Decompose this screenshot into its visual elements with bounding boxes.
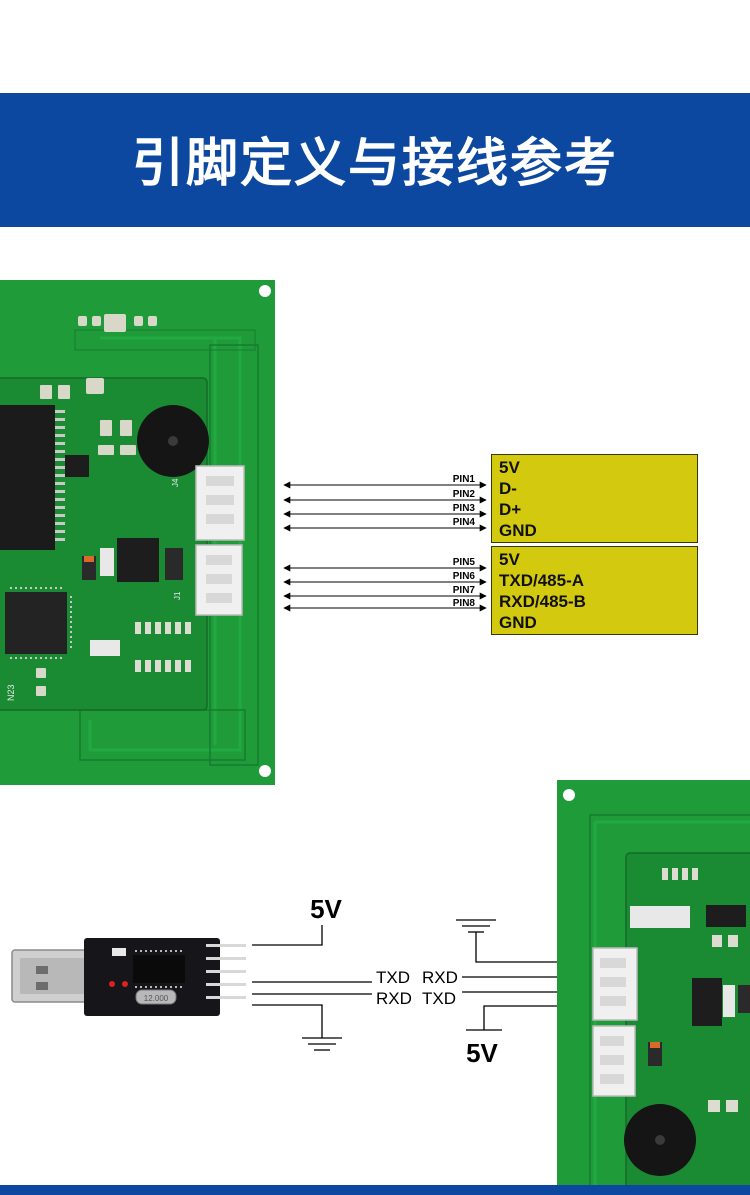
reader-board-bottom (557, 780, 750, 1195)
usb-5v-label: 5V (310, 894, 342, 924)
board-label-j4: J4 (171, 478, 180, 487)
title-banner: 引脚定义与接线参考 (0, 93, 750, 227)
pin-definition-box-2: 5V TXD/485-A RXD/485-B GND (491, 546, 698, 635)
pin-label: PIN8 (453, 598, 476, 609)
usb-ttl-adapter: 12.000 (11, 938, 246, 1016)
signal-5v: 5V (499, 458, 520, 477)
board-label-j1: J1 (173, 591, 182, 600)
signal-d-minus: D- (499, 479, 517, 498)
signal-gnd: GND (499, 521, 537, 540)
reader-txd-label: TXD (422, 989, 456, 1008)
board-label-n23: N23 (6, 684, 16, 701)
pin-labels-connector2: PIN5 PIN6 PIN7 PIN8 (453, 557, 476, 609)
pin-label: PIN2 (453, 489, 476, 500)
pin-label: PIN5 (453, 557, 476, 568)
pin-lines-connector1 (283, 481, 487, 532)
pin-label: PIN4 (453, 517, 476, 528)
usb-txd-label: TXD (376, 968, 410, 987)
crystal-label: 12.000 (144, 994, 169, 1003)
signal-5v: 5V (499, 550, 520, 569)
usb-wiring (252, 925, 372, 1051)
mount-hole (259, 285, 271, 297)
signal-rxd-485b: RXD/485-B (499, 592, 586, 611)
page-title: 引脚定义与接线参考 (131, 134, 618, 194)
reader-5v-label: 5V (466, 1038, 498, 1068)
signal-txd-485a: TXD/485-A (499, 571, 585, 590)
reader-rxd-label: RXD (422, 968, 458, 987)
signal-d-plus: D+ (499, 500, 522, 519)
usb-rxd-label: RXD (376, 989, 412, 1008)
pin-label: PIN3 (453, 503, 476, 514)
bottom-bar (0, 1185, 750, 1195)
pin-label: PIN1 (453, 474, 476, 485)
mount-hole (563, 789, 575, 801)
signal-gnd: GND (499, 613, 537, 632)
reader-board-top: N23 J4 J1 (0, 280, 275, 785)
pin-lines-connector2 (283, 564, 487, 612)
mount-hole (259, 765, 271, 777)
pin-definition-box-1: 5V D- D+ GND (491, 454, 698, 543)
pin-label: PIN7 (453, 585, 476, 596)
pin-labels-connector1: PIN1 PIN2 PIN3 PIN4 (453, 474, 476, 528)
pin-label: PIN6 (453, 571, 476, 582)
